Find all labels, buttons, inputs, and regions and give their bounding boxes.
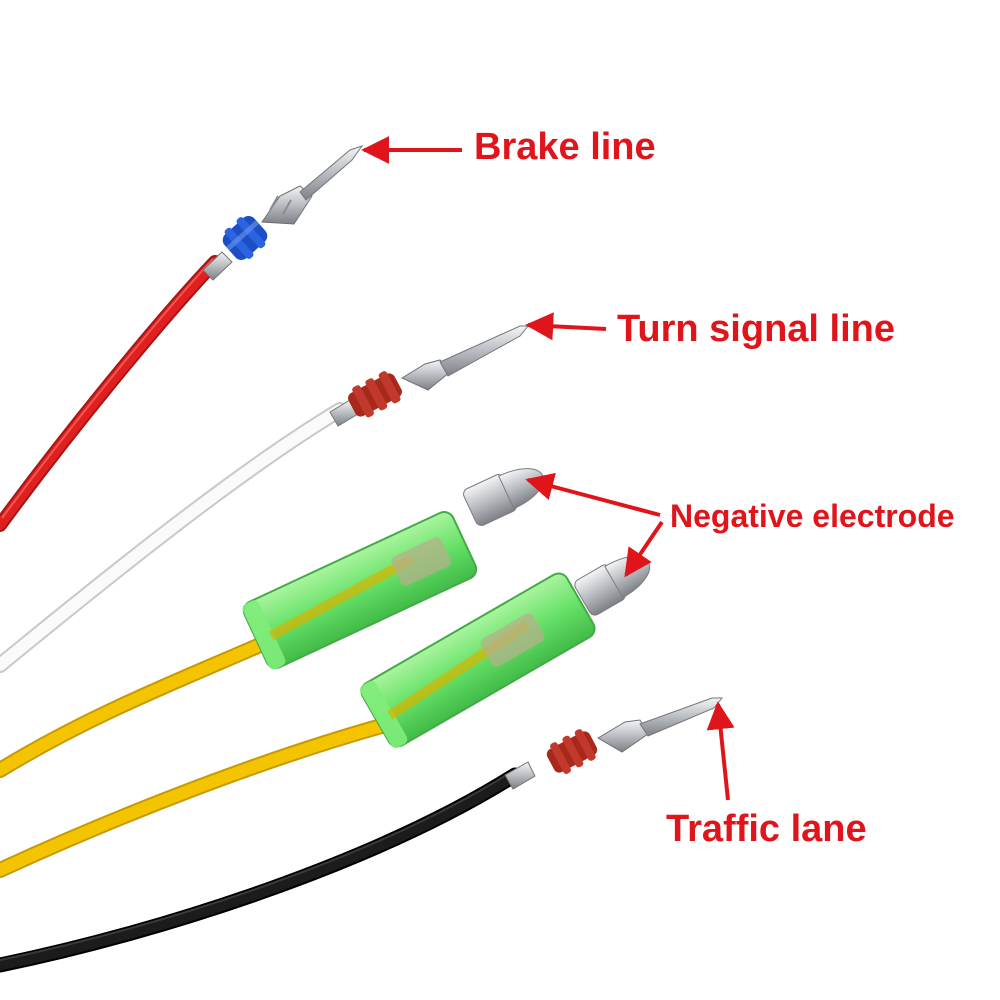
negative-electrode-label: Negative electrode	[670, 498, 955, 534]
turn-signal-line-label: Turn signal line	[617, 308, 895, 350]
brake-terminal	[202, 145, 364, 281]
black-wire	[0, 767, 523, 973]
arrow-traffic	[706, 701, 735, 801]
brake-line-label: Brake line	[474, 126, 656, 168]
white-wire	[0, 402, 348, 673]
arrow-negative-lower	[624, 520, 664, 578]
yellow-wire-upper	[0, 637, 268, 778]
red-wire	[0, 255, 222, 532]
negative-terminal-lower	[360, 555, 651, 748]
arrow-negative-upper	[525, 472, 661, 517]
traffic-lane-terminal	[504, 697, 724, 790]
negative-terminal-upper	[242, 468, 544, 670]
turn-signal-terminal	[329, 325, 530, 427]
traffic-lane-label: Traffic lane	[666, 808, 867, 850]
yellow-wire-lower	[0, 717, 393, 878]
arrow-turn-signal	[525, 312, 607, 341]
